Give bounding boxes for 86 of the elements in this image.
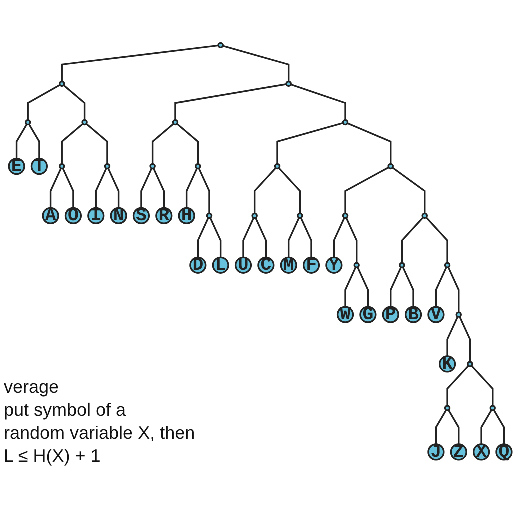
node-circle (59, 163, 66, 170)
connector (290, 84, 346, 120)
connector (493, 410, 506, 444)
connector (28, 124, 40, 159)
node-circle (490, 405, 496, 412)
node-circle (150, 163, 156, 170)
connector (346, 218, 358, 264)
node-circle (456, 312, 462, 318)
connector (16, 124, 28, 159)
connector (255, 218, 268, 258)
connector (86, 123, 108, 164)
connector (61, 44, 219, 82)
node-circle (342, 119, 349, 126)
node-circle (218, 42, 224, 49)
connector (435, 410, 448, 444)
connector (198, 168, 210, 214)
node-circle: C (258, 256, 275, 274)
connector (333, 218, 346, 258)
connector (152, 123, 174, 164)
node-circle: G (360, 306, 377, 324)
node-circle (206, 212, 213, 220)
node-circle (25, 119, 32, 126)
node-circle (274, 163, 281, 170)
connector (344, 267, 357, 308)
connector (448, 267, 460, 313)
node-circle (444, 262, 451, 268)
connector (344, 166, 390, 214)
connector (448, 410, 460, 444)
node-circle: A (42, 207, 60, 224)
node-circle (82, 119, 88, 126)
connector (347, 122, 392, 164)
connector (27, 84, 61, 120)
connector (392, 167, 426, 214)
connector (426, 217, 448, 264)
node-circle: D (190, 256, 207, 274)
connector (435, 267, 448, 308)
note-text: put symbol of a (4, 400, 128, 421)
note-text: random variable X, then (4, 423, 196, 444)
node-circle (399, 262, 406, 268)
connector (62, 168, 74, 208)
connector (152, 168, 165, 208)
node-circle (467, 361, 474, 368)
connector (276, 122, 344, 164)
node-circle (388, 163, 394, 170)
connector (176, 123, 199, 164)
node-circle (59, 80, 66, 88)
connector (254, 168, 277, 214)
connector (300, 218, 312, 258)
node-circle (422, 212, 428, 220)
node-circle (342, 212, 349, 220)
node-circle (195, 163, 202, 170)
node-circle (297, 212, 304, 220)
node-circle (354, 262, 360, 268)
connector (401, 217, 424, 264)
connector (446, 365, 470, 406)
connector (61, 123, 84, 164)
node-circle: L (212, 256, 230, 274)
node-circle: O (64, 207, 82, 224)
connector (242, 218, 255, 258)
connector (50, 168, 62, 208)
connector (357, 267, 370, 308)
connector (140, 168, 153, 208)
node-circle (172, 119, 179, 126)
connector (402, 267, 414, 308)
connector (174, 84, 287, 120)
connector (480, 410, 492, 444)
connector (95, 168, 108, 208)
node-circle (104, 163, 111, 170)
node-circle (286, 80, 292, 88)
connector (186, 168, 198, 208)
note-text: L ≤ H(X) + 1 (4, 446, 102, 467)
node-circle (444, 405, 451, 412)
connector (108, 168, 120, 208)
node-circle (252, 212, 258, 220)
connector (278, 168, 302, 214)
connector (210, 218, 222, 258)
connector (446, 316, 459, 357)
connector (390, 267, 402, 308)
node-circle: J (428, 444, 445, 461)
connector (471, 365, 494, 406)
connector (459, 316, 472, 362)
connector (197, 218, 210, 258)
connector (288, 218, 300, 258)
connector (63, 84, 86, 120)
connector (222, 45, 290, 82)
note-text: verage (4, 377, 60, 398)
